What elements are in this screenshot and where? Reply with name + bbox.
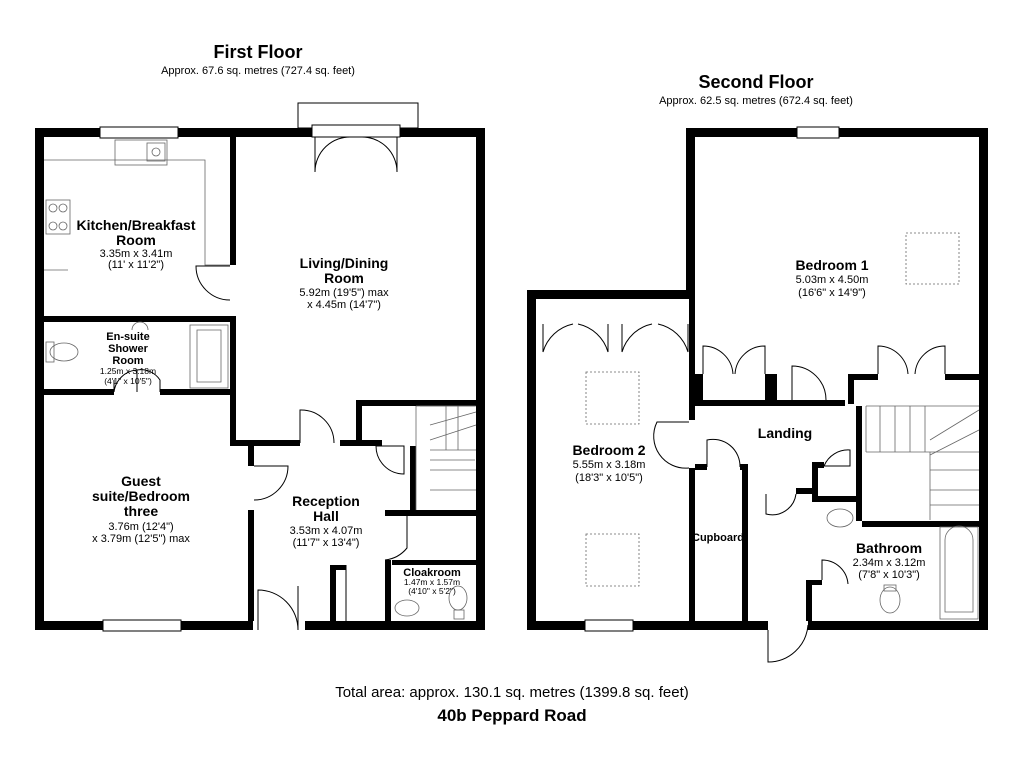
reception-dims-line2: (11'7" x 13'4") <box>293 537 360 549</box>
guest-dims-line1: 3.76m (12'4") <box>108 521 173 533</box>
guest-name-line3: three <box>124 503 158 519</box>
first-floor-title: First Floor <box>213 42 303 62</box>
second-floor-plan <box>527 126 988 663</box>
ensuite-dims-line1: 1.25m x 3.18m <box>100 366 156 376</box>
bathroom-name: Bathroom <box>856 540 922 556</box>
first-floor-fixtures <box>44 139 477 620</box>
second-floor-fixtures <box>585 232 980 620</box>
bathroom-dims-line1: 2.34m x 3.12m <box>853 557 926 569</box>
second-floor-area: Approx. 62.5 sq. metres (672.4 sq. feet) <box>659 95 853 107</box>
first-floor-interior-walls <box>44 137 476 621</box>
reception-dims-line1: 3.53m x 4.07m <box>290 525 363 537</box>
guest-dims-line2: x 3.79m (12'5") max <box>92 533 190 545</box>
kitchen-dims-line1: 3.35m x 3.41m <box>100 248 173 260</box>
first-floor-outer-walls <box>35 128 485 630</box>
living-dims-line1: 5.92m (19'5") max <box>299 287 389 299</box>
landing-name: Landing <box>758 425 812 441</box>
bedroom2-name: Bedroom 2 <box>572 442 645 458</box>
ensuite-dims-line2: (4'1" x 10'5") <box>104 376 152 386</box>
bedroom1-dims-line2: (16'6" x 14'9") <box>798 287 866 299</box>
cloakroom-name: Cloakroom <box>403 567 461 579</box>
reception-name-line1: Reception <box>292 493 360 509</box>
kitchen-dims-line2: (11' x 11'2") <box>108 259 164 271</box>
guest-name-line2: suite/Bedroom <box>92 488 190 504</box>
living-name-line2: Room <box>324 270 364 286</box>
first-floor-area: Approx. 67.6 sq. metres (727.4 sq. feet) <box>161 65 355 77</box>
first-floor-windows <box>99 102 419 632</box>
second-floor-interior-walls <box>689 298 985 621</box>
guest-name-line1: Guest <box>121 473 161 489</box>
first-floor-plan <box>35 102 485 632</box>
bedroom1-dims-line1: 5.03m x 4.50m <box>796 274 869 286</box>
cloakroom-dims-line1: 1.47m x 1.57m <box>404 577 460 587</box>
cloakroom-dims-line2: (4'10" x 5'2") <box>408 586 456 596</box>
bedroom2-dims-line2: (18'3" x 10'5") <box>575 472 643 484</box>
second-floor-doors <box>542 323 946 663</box>
living-name-line1: Living/Dining <box>300 255 389 271</box>
ensuite-name-line2: Shower <box>108 343 148 355</box>
second-floor-title: Second Floor <box>698 72 814 92</box>
first-floor-doors <box>113 136 408 631</box>
kitchen-name-line2: Room <box>116 232 156 248</box>
cupboard-name: Cupboard <box>692 532 744 544</box>
living-dims-line2: x 4.45m (14'7") <box>307 299 381 311</box>
kitchen-name-line1: Kitchen/Breakfast <box>76 217 195 233</box>
bathroom-dims-line2: (7'8" x 10'3") <box>858 569 920 581</box>
total-area: Total area: approx. 130.1 sq. metres (13… <box>335 684 689 701</box>
room-labels: Kitchen/Breakfast Room 3.35m x 3.41m (11… <box>76 217 925 596</box>
bedroom1-name: Bedroom 1 <box>795 257 868 273</box>
reception-name-line2: Hall <box>313 508 339 524</box>
ensuite-name-line3: Room <box>112 355 143 367</box>
ensuite-name-line1: En-suite <box>106 331 149 343</box>
bedroom2-dims-line1: 5.55m x 3.18m <box>573 459 646 471</box>
second-floor-windows <box>584 126 840 632</box>
property-address: 40b Peppard Road <box>437 706 587 725</box>
